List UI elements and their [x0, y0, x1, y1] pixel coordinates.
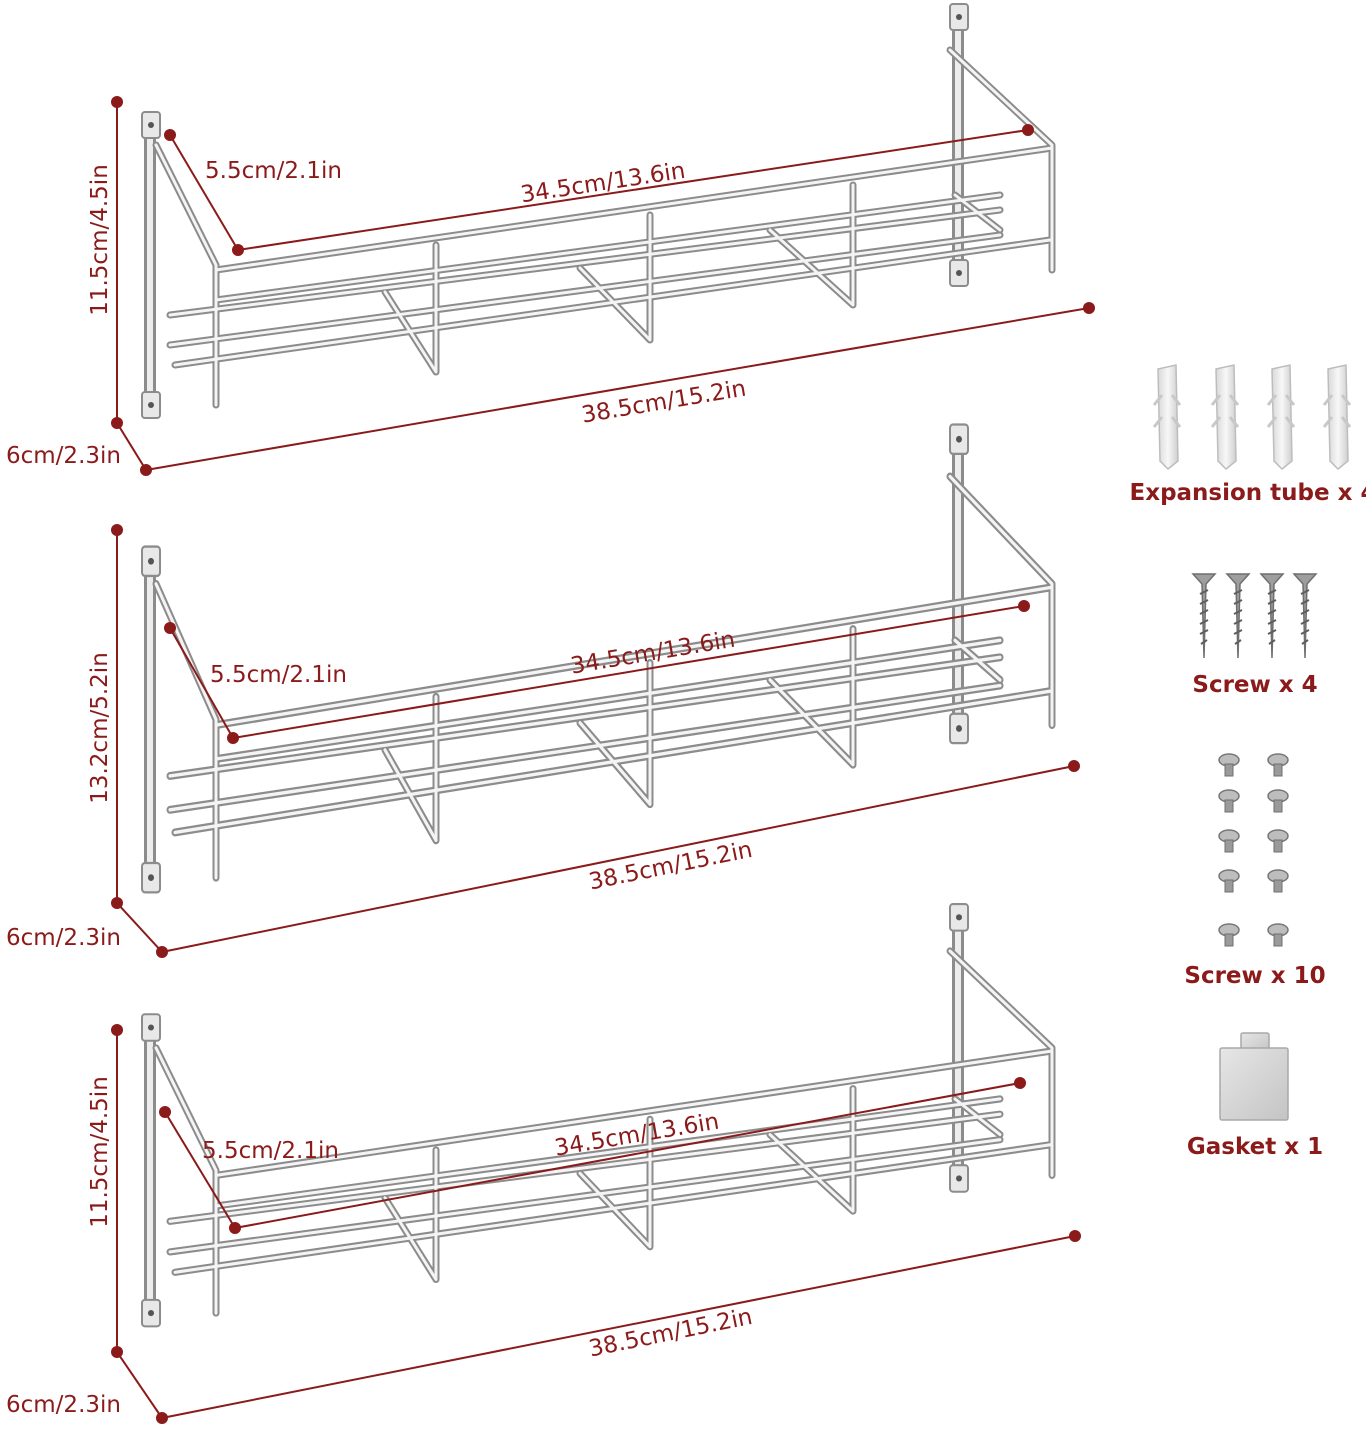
- gasket-icon: [1219, 1032, 1289, 1121]
- height-label-1: 11.5cm/4.5in: [87, 164, 113, 316]
- height-label-3: 11.5cm/4.5in: [87, 1076, 113, 1228]
- side-label-1: 5.5cm/2.1in: [205, 158, 342, 184]
- side-label-3: 5.5cm/2.1in: [202, 1138, 339, 1164]
- depth-label-3: 6cm/2.3in: [6, 1392, 121, 1418]
- measure-lines-3: [111, 1024, 1081, 1424]
- height-label-2: 13.2cm/5.2in: [87, 652, 113, 804]
- depth-label-1: 6cm/2.3in: [6, 443, 121, 469]
- wire-rack-1: [142, 4, 1052, 418]
- short-screw-label: Screw x 10: [1184, 963, 1325, 989]
- long-screw-icon: [1191, 573, 1318, 659]
- outer-length-label-3: 38.5cm/15.2in: [587, 1304, 755, 1363]
- shelf-3: 11.5cm/4.5in 6cm/2.3in 5.5cm/2.1in 34.5c…: [6, 904, 1081, 1424]
- gasket-label: Gasket x 1: [1187, 1134, 1323, 1160]
- outer-length-label-1: 38.5cm/15.2in: [580, 376, 748, 429]
- short-screw-icon: [1218, 753, 1289, 947]
- wire-rack-3: [142, 904, 1052, 1326]
- depth-label-2: 6cm/2.3in: [6, 925, 121, 951]
- measure-lines-1: [111, 96, 1095, 476]
- expansion-tube-label: Expansion tube x 4: [1130, 480, 1366, 506]
- shelf-2: 13.2cm/5.2in 6cm/2.3in 5.5cm/2.1in 34.5c…: [6, 425, 1080, 958]
- shelf-1: 11.5cm/4.5in 6cm/2.3in 5.5cm/2.1in 34.5c…: [6, 4, 1095, 476]
- expansion-tube-icon: [1152, 364, 1352, 471]
- outer-length-label-2: 38.5cm/15.2in: [587, 837, 755, 896]
- inner-length-label-1: 34.5cm/13.6in: [519, 158, 687, 209]
- long-screw-label: Screw x 4: [1192, 672, 1317, 698]
- side-label-2: 5.5cm/2.1in: [210, 662, 347, 688]
- measure-lines-2: [111, 524, 1080, 958]
